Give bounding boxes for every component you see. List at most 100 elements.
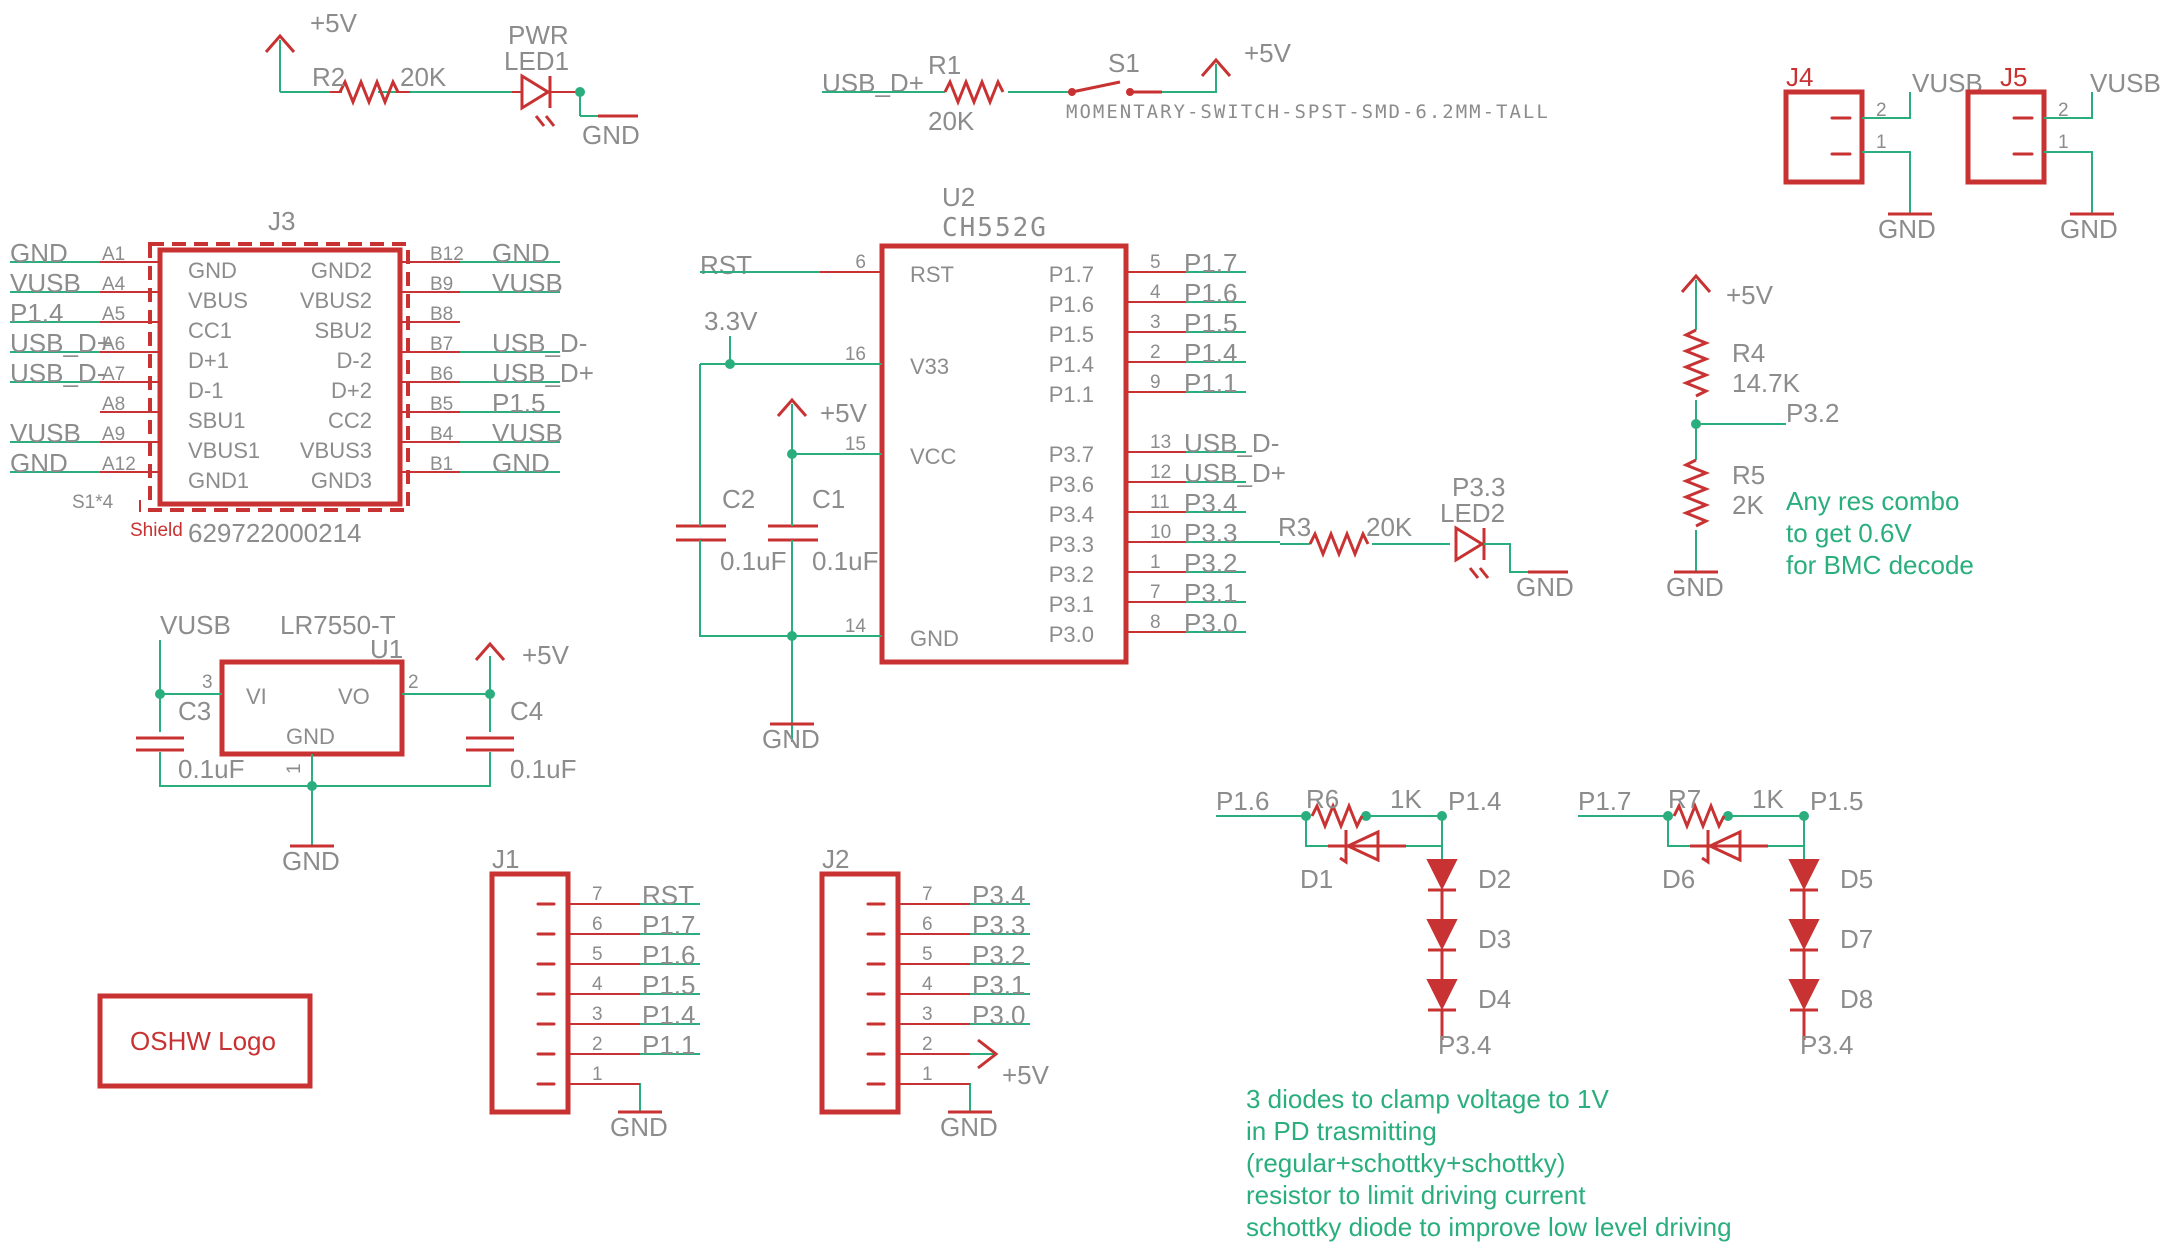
- u2-pin-function: P3.2: [1049, 562, 1094, 587]
- u2-pin-function: P3.0: [1049, 622, 1094, 647]
- capacitor-icon: [676, 524, 726, 542]
- u2-pin-number: 9: [1150, 372, 1161, 393]
- diode-icon: [1426, 919, 1458, 951]
- rst-net-label: RST: [700, 250, 752, 280]
- capacitor-icon: [136, 736, 184, 752]
- gnd-label: GND: [940, 1112, 998, 1142]
- vusb-label: VUSB: [160, 610, 231, 640]
- indicator-led2-circuit: R3 20K P3.3 LED2 GND: [1278, 472, 1574, 602]
- j3-pin-function: CC2: [328, 408, 372, 433]
- diode-icon: [1788, 859, 1820, 891]
- resistor-icon: [1672, 801, 1726, 831]
- c1-name: C1: [812, 484, 845, 514]
- clamp-d-name: D1: [1300, 864, 1333, 894]
- c4-name: C4: [510, 696, 543, 726]
- u2-net-label: P3.1: [1184, 578, 1238, 608]
- u2-pin-number: 4: [1150, 282, 1161, 303]
- u2-pin-number: 14: [845, 616, 867, 637]
- switch-icon: [1071, 80, 1162, 94]
- resistor-icon: [338, 77, 400, 107]
- u2-pin-number: 3: [1150, 312, 1161, 333]
- j3-pin-function: GND2: [311, 258, 372, 283]
- j3-net-label: USB_D+: [492, 358, 594, 388]
- s1-value: MOMENTARY-SWITCH-SPST-SMD-6.2MM-TALL: [1066, 101, 1550, 123]
- u2-pin-number: 12: [1150, 462, 1171, 483]
- clamp-diode-name: D5: [1840, 864, 1873, 894]
- header-net-label: P3.3: [972, 910, 1026, 940]
- u2-net-label: USB_D+: [1184, 458, 1286, 488]
- u2-pin-number: 15: [845, 434, 866, 455]
- note-line: 3 diodes to clamp voltage to 1V: [1246, 1084, 1609, 1114]
- design-notes: 3 diodes to clamp voltage to 1V in PD tr…: [1246, 1084, 1732, 1242]
- led1-value: PWR: [508, 20, 569, 50]
- u2-pin-function: P1.4: [1049, 352, 1094, 377]
- clamp-r-value: 1K: [1752, 784, 1784, 814]
- gnd-label: GND: [582, 120, 640, 150]
- oshw-logo-box: OSHW Logo: [97, 993, 313, 1089]
- u1-gnd: GND: [286, 724, 335, 749]
- note-line: in PD trasmitting: [1246, 1116, 1437, 1146]
- note-line: schottky diode to improve low level driv…: [1246, 1212, 1732, 1242]
- clamp-diode-name: D8: [1840, 984, 1873, 1014]
- j3-net-label: USB_D+: [10, 328, 112, 358]
- diode-icon: [1426, 859, 1458, 891]
- u1-pin-vo: 2: [408, 672, 419, 693]
- supply-arrow-icon: [264, 33, 296, 53]
- header-pin-number: 3: [922, 1004, 933, 1025]
- j3-pin-number: A5: [102, 304, 125, 325]
- u2-pin-number: 1: [1150, 552, 1161, 573]
- u2-pin-number: 6: [855, 252, 866, 273]
- connector-j5: J5 2 1 VUSB GND: [1965, 62, 2161, 244]
- j3-net-label: GND: [492, 448, 550, 478]
- supply-label: +5V: [1244, 38, 1292, 68]
- note-line: (regular+schottky+schottky): [1246, 1148, 1565, 1178]
- j3-pin-number: A12: [102, 454, 136, 475]
- u2-pin-function: V33: [910, 354, 949, 379]
- supply-arrow-icon: [1680, 273, 1712, 293]
- j3-pin-function: D-2: [337, 348, 372, 373]
- j3-value: 629722000214: [188, 518, 362, 548]
- gnd-label: GND: [762, 724, 820, 754]
- u2-pin-number: 10: [1150, 522, 1171, 543]
- gnd-label: GND: [282, 846, 340, 876]
- j3-shield-label: Shield: [130, 520, 183, 541]
- u2-pin-function: P1.6: [1049, 292, 1094, 317]
- light-emission-icon: [1468, 567, 1490, 579]
- j4-pin-2: 2: [1876, 100, 1887, 121]
- header-pin-number: 6: [922, 914, 933, 935]
- c1-value: 0.1uF: [812, 546, 879, 576]
- header-pin-number: 4: [592, 974, 603, 995]
- u2-pin-function: RST: [910, 262, 954, 287]
- r3-value: 20K: [1366, 512, 1413, 542]
- u2-pin-function: GND: [910, 626, 959, 651]
- resistor-icon: [1681, 458, 1711, 528]
- decoupling-caps-c1-c2: 3.3V +5V C2 0.1uF C1 0.1uF GND: [676, 306, 882, 754]
- u2-pin-function: P1.7: [1049, 262, 1094, 287]
- header-pin-number: 1: [592, 1064, 603, 1085]
- supply-arrow-icon: [474, 641, 506, 661]
- u2-pin-function: P1.1: [1049, 382, 1094, 407]
- j3-net-label: GND: [10, 238, 68, 268]
- j3-pin-number: A4: [102, 274, 126, 295]
- u2-name: U2: [942, 182, 975, 212]
- r1-value: 20K: [928, 106, 975, 136]
- j3-pin-number: B8: [430, 304, 453, 325]
- j3-pin-number: B5: [430, 394, 453, 415]
- j3-net-label: USB_D-: [10, 358, 105, 388]
- j3-pin-function: CC1: [188, 318, 232, 343]
- header-pin-number: 7: [592, 884, 603, 905]
- clamp-out-net: P1.5: [1810, 786, 1864, 816]
- u1-pin-gnd: 1: [284, 763, 305, 774]
- capacitor-icon: [768, 524, 818, 542]
- j3-name: J3: [268, 206, 295, 236]
- u2-net-label: P1.5: [1184, 308, 1238, 338]
- j3-pin-function: VBUS1: [188, 438, 260, 463]
- u2-value: CH552G: [942, 213, 1048, 243]
- r5-name: R5: [1732, 460, 1765, 490]
- j3-pin-number: B6: [430, 364, 453, 385]
- supply-label: +5V: [1002, 1060, 1050, 1090]
- reset-switch-circuit: USB_D+ R1 20K S1 MOMENTARY-SWITCH-SPST-S…: [822, 38, 1550, 136]
- header-pin-number: 4: [922, 974, 933, 995]
